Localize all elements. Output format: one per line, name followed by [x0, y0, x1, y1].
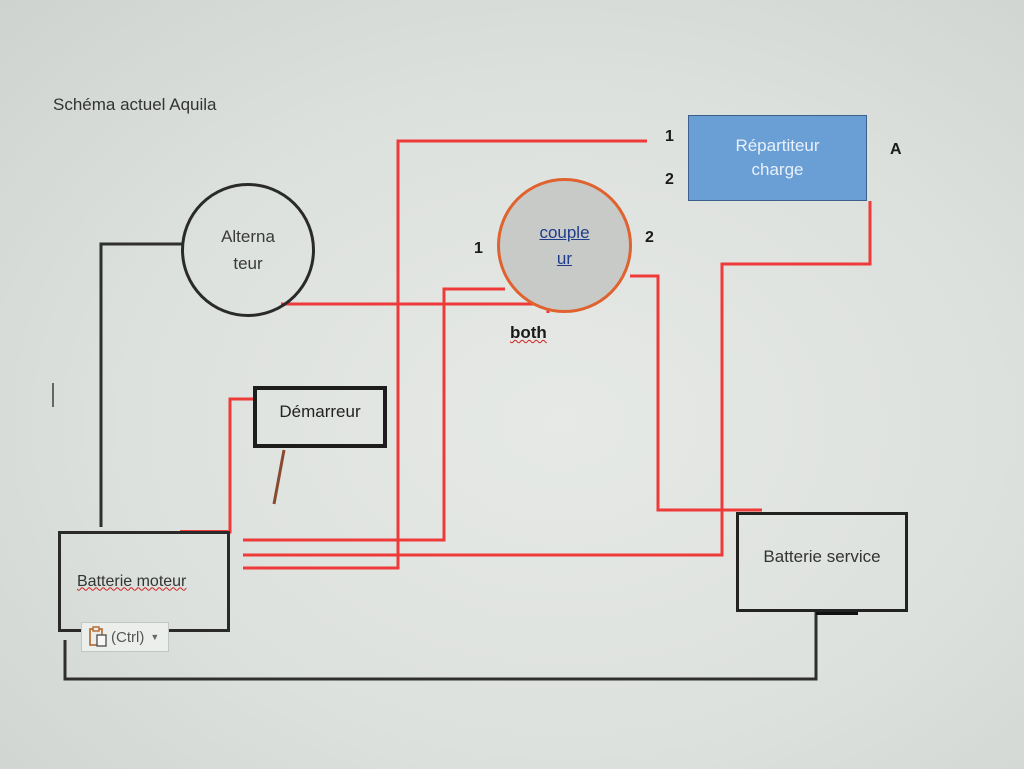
alternator-label-line1: Alterna — [221, 227, 275, 246]
alternator-to-coupler-wire — [281, 302, 550, 313]
charge-splitter-box: Répartiteur charge — [688, 115, 867, 201]
coupler-pin-1: 1 — [474, 240, 483, 257]
coupler-circle: couple ur — [497, 178, 632, 313]
splitter-pin-a: A — [890, 141, 902, 158]
coupler-both-label: both — [510, 323, 547, 342]
starter-label: Démarreur — [279, 402, 361, 421]
splitter-pin-2: 2 — [665, 171, 674, 188]
coupler-pin-2: 2 — [645, 229, 654, 246]
engine-battery-label: Batterie moteur — [77, 572, 187, 590]
splitter-label-line2: charge — [751, 160, 804, 179]
service-battery-box: Batterie service — [736, 512, 908, 612]
splitter-label-line1: Répartiteur — [735, 136, 820, 155]
text-cursor — [52, 383, 54, 407]
starter-wire — [180, 397, 255, 534]
dropdown-arrow-icon: ▼ — [150, 632, 160, 642]
coupler-output2-wire — [630, 274, 762, 512]
diagram-title: Schéma actuel Aquila — [53, 95, 217, 114]
splitter-pin-1: 1 — [665, 128, 674, 145]
paste-options-label: (Ctrl) — [111, 628, 145, 646]
service-negative-wire — [63, 612, 818, 681]
alternator-circle: Alterna teur — [181, 183, 315, 317]
starter-lead — [272, 449, 286, 505]
engine-battery-box: Batterie moteur — [58, 531, 230, 632]
coupler-label-line2: ur — [556, 248, 573, 268]
splitter-output-wire — [243, 201, 872, 557]
paste-options-button[interactable]: (Ctrl) ▼ — [81, 622, 169, 652]
service-battery-label: Batterie service — [763, 547, 881, 566]
starter-box: Démarreur — [253, 386, 387, 448]
alternator-ground-wire — [99, 242, 183, 527]
clipboard-icon — [89, 626, 107, 647]
coupler-label-line1: couple — [539, 222, 590, 242]
alternator-label-line2: teur — [233, 254, 263, 273]
splitter-input1-wire — [243, 139, 647, 570]
coupler-input1-wire — [243, 287, 505, 542]
